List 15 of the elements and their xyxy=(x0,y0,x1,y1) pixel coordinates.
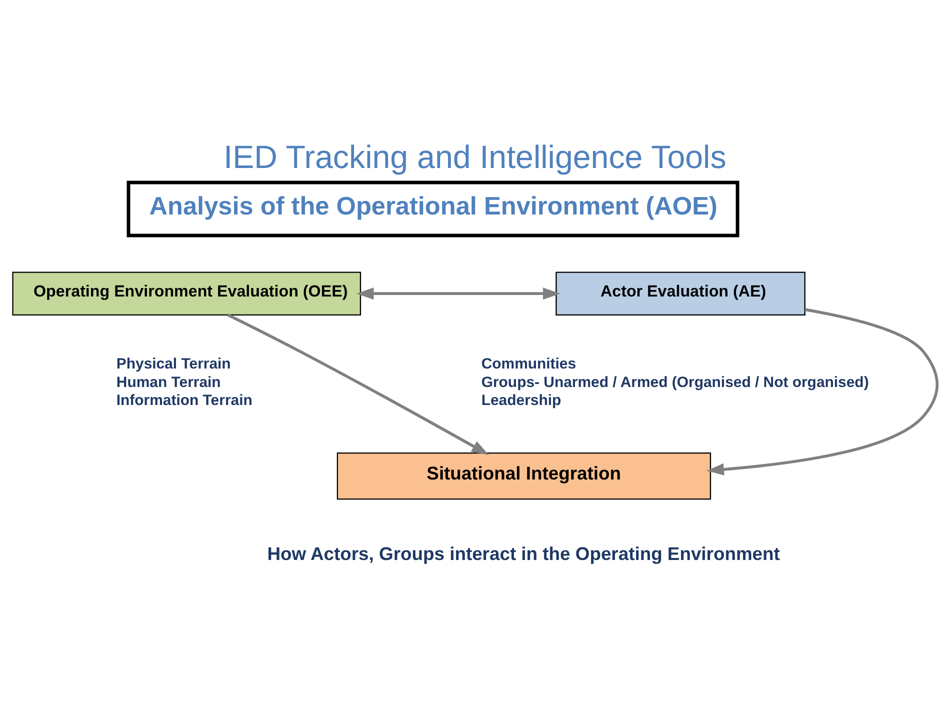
node-label: Leadership xyxy=(481,392,562,410)
node-box: Operating Environment Evaluation (OEE) xyxy=(12,272,362,316)
arrow xyxy=(227,314,489,455)
arrow xyxy=(706,308,939,476)
node-label: How Actors, Groups interact in the Operating Environment xyxy=(267,542,780,564)
node-label: Physical Terrain xyxy=(116,355,231,372)
node-label: Information Terrain xyxy=(116,392,252,410)
node-label: Communities xyxy=(481,355,576,372)
node-box: Situational Integration xyxy=(336,452,712,500)
node-label: Groups- Unarmed / Armed (Organised / Not organised) xyxy=(481,374,869,391)
arrow xyxy=(356,288,560,300)
node-box: Analysis of the Operational Environment (AOE) xyxy=(126,180,740,238)
node-box: Actor Evaluation (AE) xyxy=(556,272,806,316)
node-label: Human Terrain xyxy=(116,374,221,391)
diagram-title: IED Tracking and Intelligence Tools xyxy=(224,139,726,175)
